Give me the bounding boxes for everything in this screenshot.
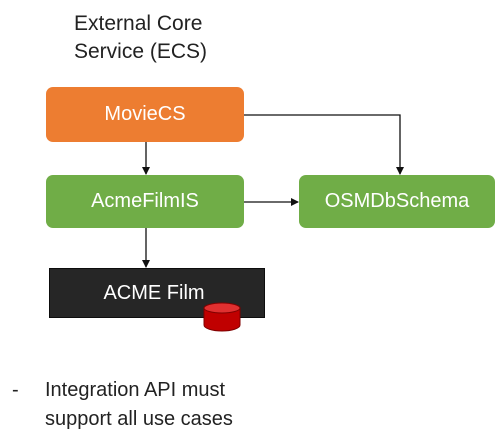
node-osmdbschema-label: OSMDbSchema [324, 190, 470, 212]
node-acmefilmis-label: AcmeFilmIS [91, 190, 199, 212]
note-line-1: Integration API must [45, 379, 226, 401]
note-bullet: - [12, 379, 19, 401]
title-line-2: Service (ECS) [74, 40, 208, 63]
node-acme-film-label: ACME Film [103, 281, 205, 304]
node-acmefilmis: AcmeFilmIS [46, 175, 244, 228]
title-line-1: External Core [74, 12, 203, 35]
node-osmdbschema: OSMDbSchema [299, 175, 495, 228]
note-line-2: support all use cases [45, 408, 233, 430]
edge-moviecs-to-osmdbschema [244, 114, 404, 175]
node-moviecs: MovieCS [46, 87, 244, 142]
node-moviecs-label: MovieCS [104, 103, 186, 125]
database-cylinder-icon [203, 302, 241, 332]
diagram-title: External Core Service (ECS) [74, 10, 334, 66]
